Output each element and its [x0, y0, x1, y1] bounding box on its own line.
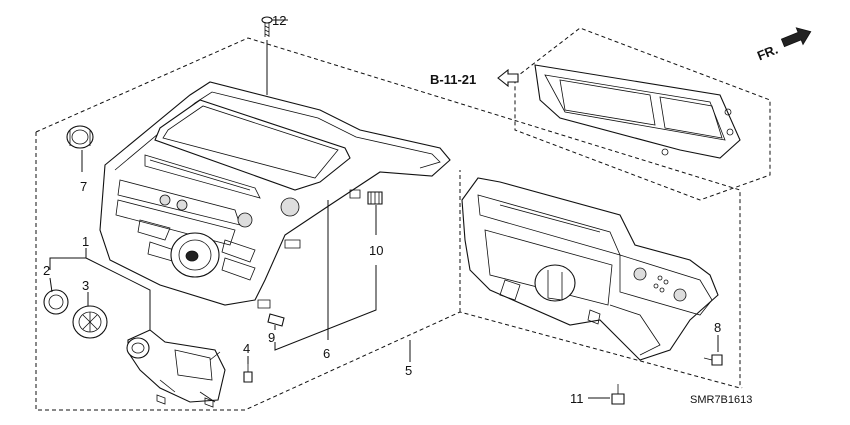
leader-1	[49, 248, 151, 330]
callout-11: 11	[570, 391, 584, 406]
callout-2: 2	[43, 263, 50, 278]
clip-9	[267, 313, 285, 327]
meter-assembly	[534, 64, 741, 159]
knob-7	[66, 125, 94, 149]
callout-8: 8	[714, 320, 721, 335]
callout-6: 6	[323, 346, 330, 361]
callout-12: 12	[272, 13, 286, 28]
front-direction-label: FR.	[755, 42, 780, 64]
leader-2	[49, 277, 53, 293]
front-direction-arrow	[780, 27, 812, 48]
callout-7: 7	[80, 179, 87, 194]
leader-10	[274, 205, 377, 351]
ring-2	[43, 289, 69, 315]
screw-11	[611, 384, 625, 405]
reference-label: B-11-21	[430, 72, 476, 87]
callout-10: 10	[369, 243, 383, 258]
clip-10	[367, 191, 383, 205]
assembly-boundary	[35, 37, 743, 411]
switch-assembly-1	[126, 329, 226, 408]
diagram-code: SMR7B1613	[690, 394, 752, 406]
knob-3	[72, 305, 108, 339]
screw-4	[243, 364, 253, 383]
callout-3: 3	[82, 278, 89, 293]
audio-unit-5	[461, 177, 719, 361]
screw-8	[703, 354, 723, 366]
callout-9: 9	[268, 330, 275, 345]
callout-5: 5	[405, 363, 412, 378]
callout-4: 4	[243, 341, 250, 356]
meter-reference-boundary	[514, 27, 771, 201]
audio-panel	[99, 81, 451, 309]
callout-1: 1	[82, 234, 89, 249]
screw-12	[261, 16, 288, 95]
reference-arrow	[497, 68, 519, 88]
